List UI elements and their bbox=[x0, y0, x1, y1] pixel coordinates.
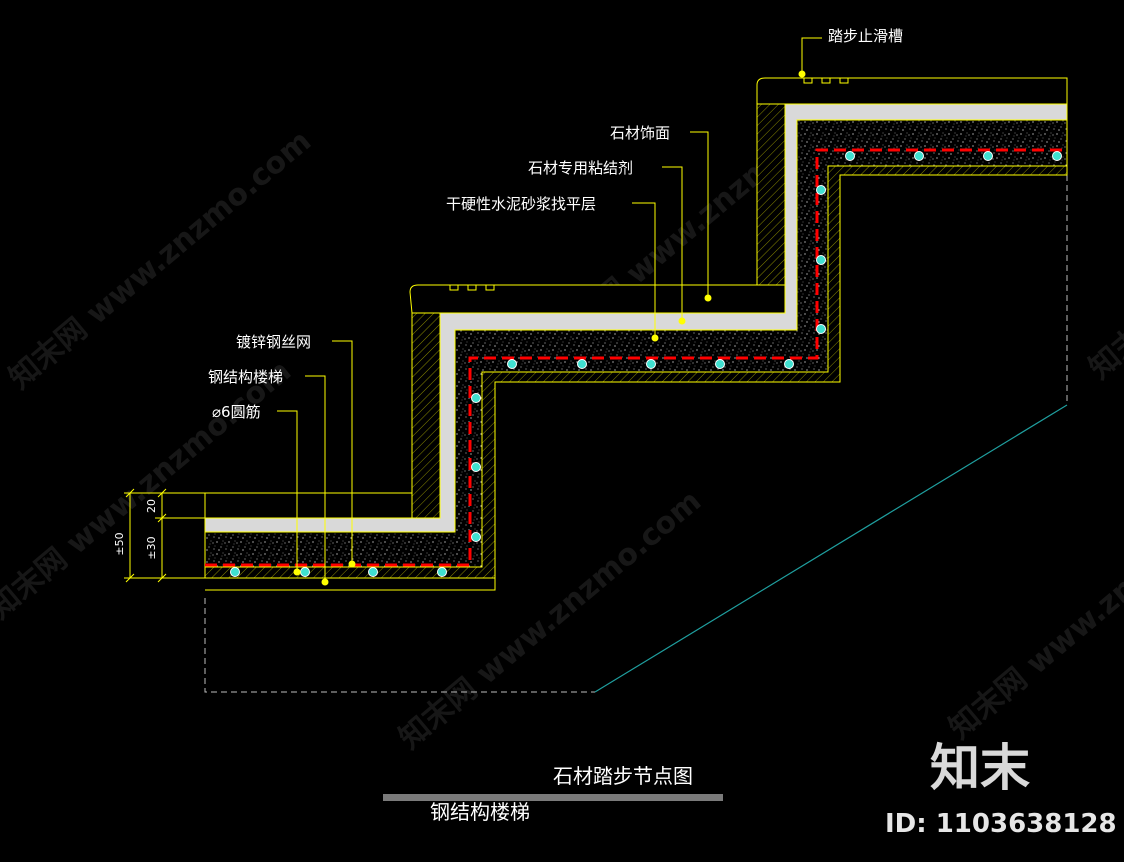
anti-slip-grooves bbox=[449, 77, 849, 291]
round-bar bbox=[914, 151, 924, 161]
round-bar bbox=[816, 255, 826, 265]
image-id: ID: 1103638128 bbox=[885, 809, 1117, 839]
dimension-bottom: ±30 bbox=[145, 536, 158, 559]
round-bar bbox=[816, 185, 826, 195]
drawing-title: 石材踏步节点图 bbox=[553, 764, 693, 788]
label-stone-finish: 石材饰面 bbox=[610, 124, 670, 142]
dimension-lines bbox=[124, 488, 205, 583]
watermark-text: 知末网 www.znzmo.com bbox=[3, 124, 318, 397]
dimension-top: 20 bbox=[145, 499, 158, 513]
round-bar bbox=[368, 567, 378, 577]
round-bar bbox=[816, 324, 826, 334]
round-bar bbox=[437, 567, 447, 577]
base-dashed-outline bbox=[204, 598, 595, 693]
round-bars bbox=[230, 151, 1062, 577]
round-bar bbox=[1052, 151, 1062, 161]
galvanized-mesh-line bbox=[205, 148, 1067, 567]
round-bar bbox=[507, 359, 517, 369]
round-bar bbox=[471, 393, 481, 403]
title-underline bbox=[383, 794, 723, 801]
watermark-text: 知末网 www.znzmo.com bbox=[1083, 114, 1124, 387]
round-bar bbox=[471, 532, 481, 542]
watermark-text: 知末网 www.znzmo.com bbox=[0, 354, 298, 627]
stone-tread-upper bbox=[756, 77, 1068, 105]
label-steel-stair: 钢结构楼梯 bbox=[208, 368, 283, 386]
stone-tread-middle bbox=[409, 284, 786, 314]
label-stone-adhesive: 石材专用粘结剂 bbox=[528, 159, 633, 177]
round-bar bbox=[845, 151, 855, 161]
round-bar bbox=[577, 359, 587, 369]
stone-riser-lower bbox=[411, 312, 441, 519]
label-dry-mortar-layer: 干硬性水泥砂浆找平层 bbox=[446, 195, 596, 213]
watermark-layer: 知末网 www.znzmo.com 知末网 www.znzmo.com 知末网 … bbox=[0, 84, 1124, 757]
round-bar bbox=[983, 151, 993, 161]
label-anti-slip-groove: 踏步止滑槽 bbox=[828, 27, 903, 45]
stone-tread-lower bbox=[204, 492, 413, 519]
label-round-bar: ⌀6圆筋 bbox=[212, 403, 261, 421]
brand-logo-text: 知末 bbox=[930, 739, 1030, 797]
drawing-subtitle: 钢结构楼梯 bbox=[430, 800, 530, 824]
label-galvanized-mesh: 镀锌钢丝网 bbox=[236, 333, 311, 351]
steel-stair-outline bbox=[205, 174, 1067, 591]
watermark-text: 知末网 www.znzmo.com bbox=[943, 474, 1124, 747]
round-bar bbox=[230, 567, 240, 577]
stair-slope-line bbox=[594, 404, 1068, 693]
round-bar bbox=[646, 359, 656, 369]
round-bar bbox=[784, 359, 794, 369]
round-bar bbox=[715, 359, 725, 369]
round-bar bbox=[300, 567, 310, 577]
leader-dots bbox=[293, 70, 806, 586]
leader-lines bbox=[277, 37, 822, 582]
dimension-total: ±50 bbox=[113, 532, 126, 555]
round-bar bbox=[471, 462, 481, 472]
stone-riser-middle bbox=[756, 103, 786, 286]
